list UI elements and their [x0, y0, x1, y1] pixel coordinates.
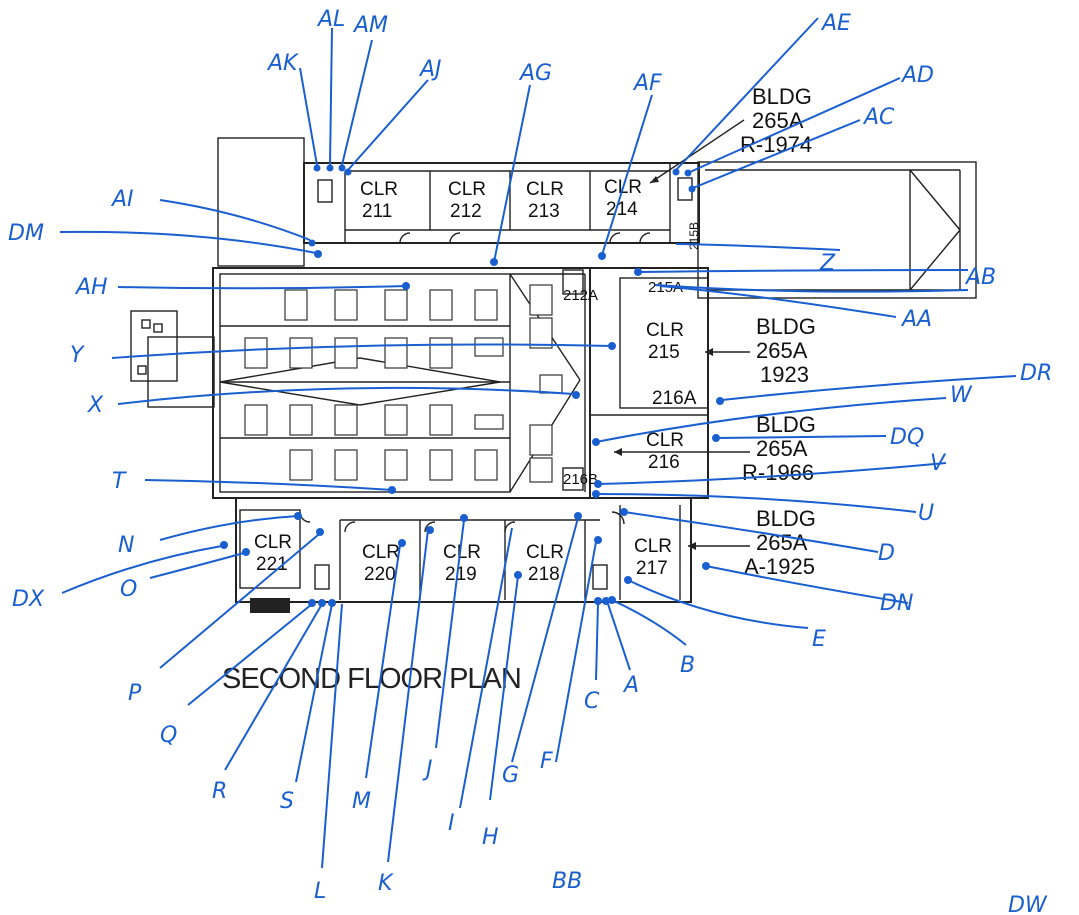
- room-217-name: CLR: [634, 536, 672, 557]
- room-221-number: 221: [256, 554, 288, 575]
- room-213-number: 213: [528, 201, 560, 222]
- bldg-2-line3: 1923: [760, 362, 809, 387]
- building-labels: BLDG 265A R-1974 BLDG 265A 1923 BLDG 265…: [614, 84, 816, 579]
- marker-lines: [59, 17, 1017, 869]
- bldg-3-line3: R-1966: [742, 460, 814, 485]
- marker-AJ: AJ: [418, 57, 442, 82]
- marker-DM: DM: [8, 221, 44, 246]
- bldg-4-line1: BLDG: [756, 506, 816, 531]
- marker-AA: AA: [900, 307, 932, 332]
- marker-DW: DW: [1008, 893, 1048, 915]
- marker-R: R: [212, 779, 227, 804]
- room-216B-label: 216B: [563, 471, 598, 488]
- marker-E: E: [812, 627, 826, 652]
- bed-shapes: [244, 284, 563, 483]
- marker-AK: AK: [266, 51, 299, 76]
- marker-AD: AD: [900, 63, 934, 88]
- marker-D: D: [878, 541, 895, 566]
- bldg-2-line2: 265A: [756, 338, 808, 363]
- marker-B: B: [680, 653, 695, 678]
- room-217-number: 217: [636, 558, 668, 579]
- room-219-number: 219: [445, 564, 477, 585]
- marker-U: U: [918, 501, 934, 526]
- marker-AF: AF: [632, 71, 662, 96]
- room-216-name: CLR: [646, 430, 684, 451]
- room-214-number: 214: [606, 199, 638, 220]
- marker-Q: Q: [160, 723, 177, 748]
- marker-J: J: [422, 757, 433, 782]
- marker-S: S: [280, 789, 294, 814]
- marker-A: A: [622, 673, 639, 698]
- marker-BB: BB: [552, 869, 582, 894]
- marker-I: I: [448, 811, 455, 836]
- marker-labels: AK AL AM AJ AG AF AE AD AC AI DM AH Y X …: [8, 7, 1052, 915]
- room-labels: CLR 211 CLR 212 CLR 213 CLR 214 CLR 215 …: [254, 177, 701, 585]
- marker-DQ: DQ: [890, 425, 924, 450]
- room-216-number: 216: [648, 452, 680, 473]
- marker-L: L: [314, 879, 326, 904]
- marker-H: H: [482, 825, 499, 850]
- marker-C: C: [584, 689, 600, 714]
- bldg-3-line2: 265A: [756, 436, 808, 461]
- room-211-number: 211: [362, 201, 392, 222]
- bldg-2-line1: BLDG: [756, 314, 816, 339]
- bldg-1-line1: BLDG: [752, 84, 812, 109]
- marker-Z: Z: [819, 251, 836, 276]
- room-211-name: CLR: [360, 179, 398, 200]
- room-213-name: CLR: [526, 179, 564, 200]
- marker-G: G: [502, 763, 519, 788]
- marker-DX: DX: [12, 587, 45, 612]
- marker-O: O: [120, 577, 137, 602]
- marker-F: F: [540, 749, 553, 774]
- room-215-number: 215: [648, 342, 680, 363]
- room-212-name: CLR: [448, 179, 486, 200]
- marker-P: P: [128, 681, 142, 706]
- marker-V: V: [930, 451, 947, 476]
- room-212-number: 212: [450, 201, 482, 222]
- room-221-name: CLR: [254, 532, 292, 553]
- marker-AG: AG: [518, 61, 552, 86]
- bldg-3-line1: BLDG: [756, 412, 816, 437]
- bldg-1-line2: 265A: [752, 108, 804, 133]
- room-215B-label: 215B: [687, 222, 701, 250]
- marker-AE: AE: [820, 11, 851, 36]
- marker-AM: AM: [352, 13, 388, 38]
- room-220-number: 220: [364, 564, 396, 585]
- plan-title: SECOND FLOOR PLAN: [222, 663, 521, 695]
- room-212A-label: 212A: [563, 287, 598, 304]
- marker-AH: AH: [74, 275, 108, 300]
- marker-AL: AL: [316, 7, 345, 32]
- marker-DN: DN: [880, 591, 913, 616]
- room-218-number: 218: [528, 564, 560, 585]
- marker-AC: AC: [862, 105, 895, 130]
- marker-AI: AI: [110, 187, 134, 212]
- marker-Y: Y: [70, 343, 85, 368]
- room-216A-label: 216A: [652, 388, 697, 409]
- marker-AB: AB: [964, 265, 996, 290]
- marker-N: N: [118, 533, 134, 558]
- building-walls: [130, 137, 977, 613]
- room-220-name: CLR: [362, 542, 400, 563]
- marker-M: M: [352, 789, 371, 814]
- marker-K: K: [378, 871, 394, 896]
- marker-DR: DR: [1020, 361, 1052, 386]
- room-219-name: CLR: [443, 542, 481, 563]
- marker-W: W: [950, 383, 973, 408]
- room-215-name: CLR: [646, 320, 684, 341]
- marker-X: X: [87, 393, 104, 418]
- marker-T: T: [112, 469, 127, 494]
- room-218-name: CLR: [526, 542, 564, 563]
